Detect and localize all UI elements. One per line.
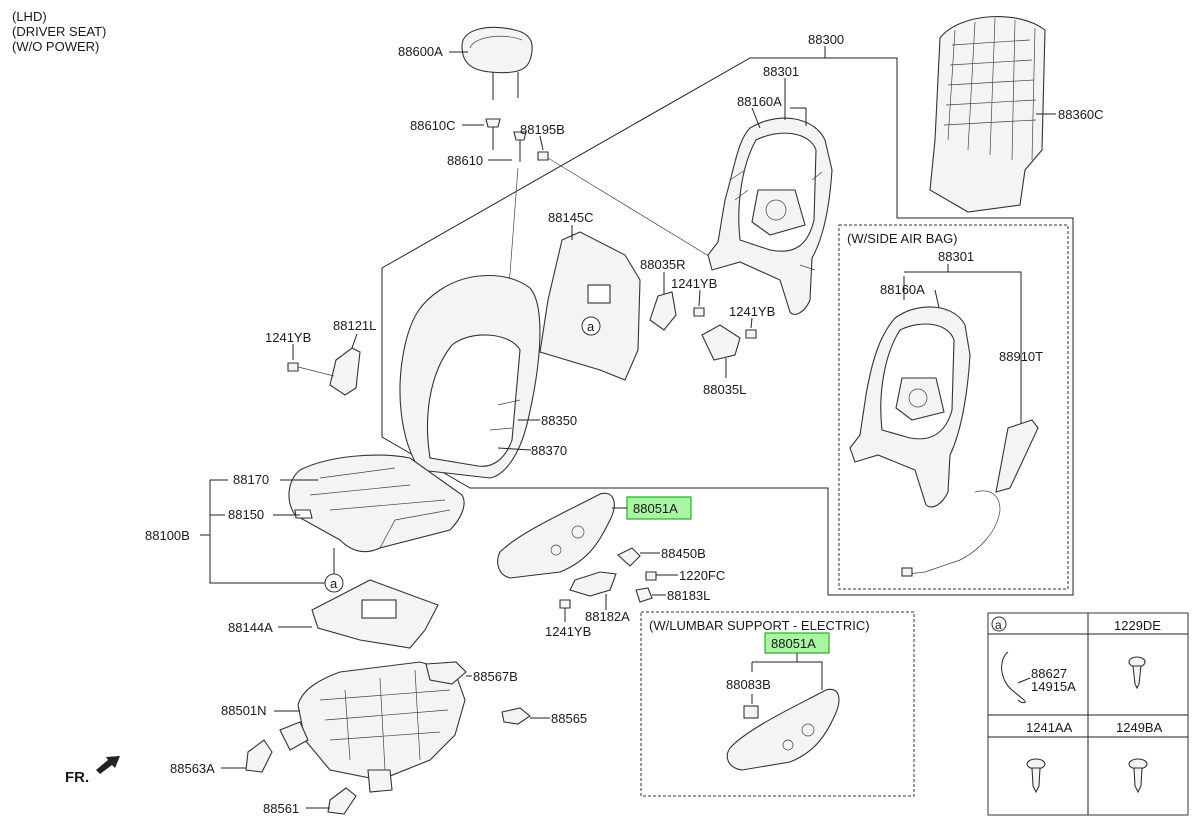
bolt-1241YB-a[interactable] <box>693 307 705 317</box>
cover-88561[interactable] <box>327 787 357 815</box>
cover-88565[interactable] <box>501 707 531 725</box>
note-driver-seat: (DRIVER SEAT) <box>12 24 106 39</box>
bracket-88121L[interactable] <box>329 347 361 396</box>
label-88360C[interactable]: 88360C <box>1058 107 1104 122</box>
seat-cushion[interactable] <box>288 454 465 553</box>
seatback-cushion[interactable] <box>399 275 541 479</box>
callout-a-lower <box>324 573 344 593</box>
pad-88145C[interactable] <box>539 231 641 381</box>
lumbar-switch-88083B[interactable] <box>743 705 759 719</box>
screw-1241AA-icon <box>1026 758 1046 794</box>
label-88121L[interactable]: 88121L <box>333 318 376 333</box>
bracket-88035L[interactable] <box>701 324 741 361</box>
label-88183L[interactable]: 88183L <box>667 588 710 603</box>
label-lum-88083B[interactable]: 88083B <box>726 677 771 692</box>
lumbar-side-shield[interactable] <box>726 688 840 771</box>
label-1241YB-c[interactable]: 1241YB <box>265 330 311 345</box>
label-88051A[interactable]: 88051A <box>633 501 678 516</box>
label-88160A[interactable]: 88160A <box>737 94 782 109</box>
label-88035L[interactable]: 88035L <box>703 382 746 397</box>
bracket-88035R[interactable] <box>649 291 677 331</box>
label-88300[interactable]: 88300 <box>808 32 844 47</box>
header-1229DE[interactable]: 1229DE <box>1114 618 1161 633</box>
screw-1249BA-icon <box>1128 758 1148 794</box>
label-1220FC[interactable]: 1220FC <box>679 568 725 583</box>
label-88600A[interactable]: 88600A <box>398 44 443 59</box>
label-88561[interactable]: 88561 <box>263 801 299 816</box>
bolt-1241YB-b[interactable] <box>745 329 757 339</box>
label-sab-88910T[interactable]: 88910T <box>999 349 1043 364</box>
label-88450B[interactable]: 88450B <box>661 546 706 561</box>
cover-88563A[interactable] <box>245 739 273 773</box>
seatback-frame-part[interactable] <box>707 117 833 315</box>
fastener-table-marker-label: a <box>995 618 1002 632</box>
label-88565[interactable]: 88565 <box>551 711 587 726</box>
header-1249BA[interactable]: 1249BA <box>1116 720 1163 735</box>
headrest-part[interactable] <box>461 26 533 100</box>
front-direction-label: FR. <box>65 769 89 786</box>
label-1241YB-b[interactable]: 1241YB <box>729 304 775 319</box>
screw-1229DE-icon <box>1128 656 1146 690</box>
side-airbag-box <box>838 224 1069 590</box>
bolt-1241YB-d[interactable] <box>559 599 571 609</box>
lumbar-support-box <box>640 611 915 797</box>
front-arrow-icon <box>96 756 120 774</box>
label-88182A[interactable]: 88182A <box>585 609 630 624</box>
callout-a-upper <box>581 316 601 336</box>
sab-airbag-module-88910T[interactable] <box>901 419 1039 577</box>
label-88170[interactable]: 88170 <box>233 472 269 487</box>
sab-seatback-frame[interactable] <box>849 306 971 508</box>
clip-88195B[interactable] <box>537 151 549 161</box>
label-lum-88051A[interactable]: 88051A <box>771 636 816 651</box>
header-1241AA[interactable]: 1241AA <box>1026 720 1073 735</box>
label-88150[interactable]: 88150 <box>228 507 264 522</box>
label-88145C[interactable]: 88145C <box>548 210 594 225</box>
label-88370[interactable]: 88370 <box>531 443 567 458</box>
callout-a-lower-label: a <box>330 576 338 591</box>
label-88301[interactable]: 88301 <box>763 64 799 79</box>
note-wo-power: (W/O POWER) <box>12 39 99 54</box>
label-88035R[interactable]: 88035R <box>640 257 686 272</box>
label-sab-88301[interactable]: 88301 <box>938 249 974 264</box>
cover-88567B[interactable] <box>425 661 467 685</box>
wire-clip-88627-icon <box>1001 651 1026 704</box>
label-88610C[interactable]: 88610C <box>410 118 456 133</box>
bolt-1241YB-c[interactable] <box>287 362 299 372</box>
callout-a-upper-label: a <box>587 319 595 334</box>
cap-88183L[interactable] <box>635 587 653 603</box>
label-88100B[interactable]: 88100B <box>145 528 190 543</box>
knob-88450B[interactable] <box>617 547 641 567</box>
label-1241YB-a[interactable]: 1241YB <box>671 276 717 291</box>
headrest-guide-88610[interactable] <box>513 131 527 162</box>
mat-88144A[interactable] <box>311 579 439 649</box>
fastener-table-marker <box>991 616 1007 632</box>
back-panel-88360C[interactable] <box>929 16 1046 213</box>
lever-88182A[interactable] <box>569 571 617 597</box>
label-1241YB-d[interactable]: 1241YB <box>545 624 591 639</box>
seat-track-88501N[interactable] <box>279 661 466 793</box>
label-88610[interactable]: 88610 <box>447 153 483 168</box>
label-88195B[interactable]: 88195B <box>520 122 565 137</box>
lumbar-title: (W/LUMBAR SUPPORT - ELECTRIC) <box>649 618 870 633</box>
side-airbag-title: (W/SIDE AIR BAG) <box>847 231 958 246</box>
headrest-guide-88610C[interactable] <box>485 118 501 150</box>
note-lhd: (LHD) <box>12 9 47 24</box>
label-88627[interactable]: 88627 <box>1031 666 1067 681</box>
label-88567B[interactable]: 88567B <box>473 669 518 684</box>
label-88501N[interactable]: 88501N <box>221 703 267 718</box>
side-shield-88051A[interactable] <box>497 492 615 579</box>
label-14915A[interactable]: 14915A <box>1031 679 1076 694</box>
screw-1220FC[interactable] <box>645 571 657 581</box>
label-88350[interactable]: 88350 <box>541 413 577 428</box>
label-88563A[interactable]: 88563A <box>170 761 215 776</box>
label-sab-88160A[interactable]: 88160A <box>880 282 925 297</box>
label-88144A[interactable]: 88144A <box>228 620 273 635</box>
